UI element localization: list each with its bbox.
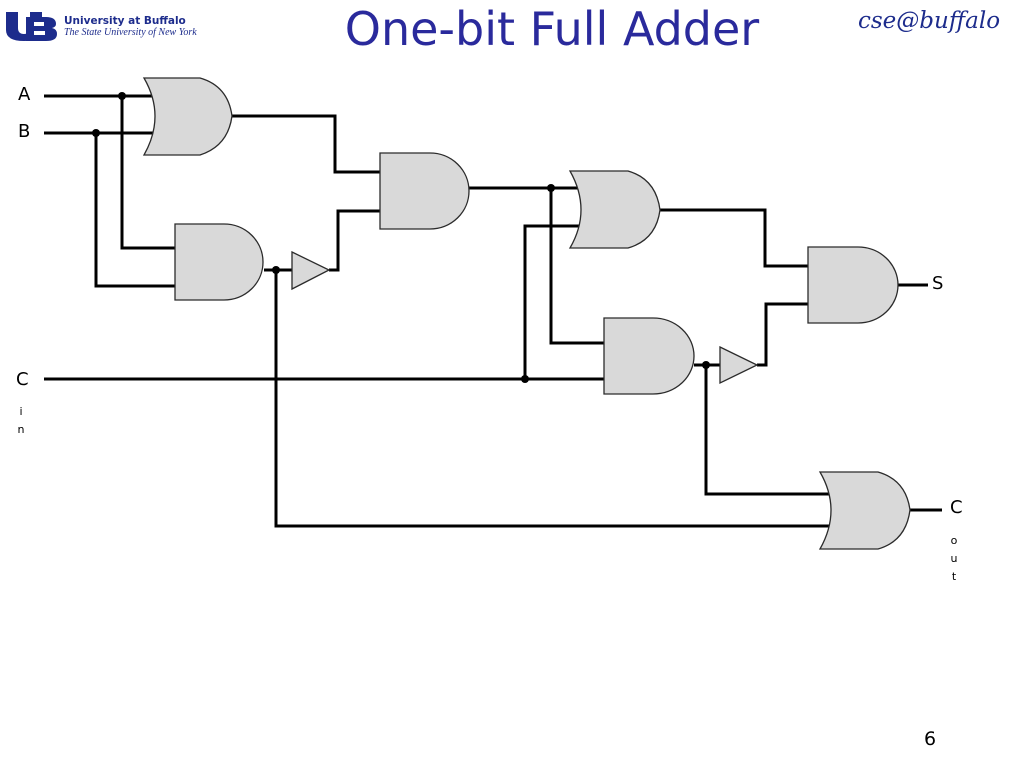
university-subtitle: The State University of New York	[64, 27, 197, 38]
wire-cin-tap	[523, 224, 584, 379]
or-gate-1	[142, 77, 233, 156]
wires	[44, 94, 942, 528]
wire-carry1	[274, 270, 835, 528]
output-cout-subscript: o u t	[950, 534, 958, 583]
junction-dots	[92, 92, 710, 383]
or-gate-2	[568, 170, 661, 249]
wire-b-tap	[94, 133, 178, 288]
junction-dot	[92, 129, 100, 137]
and-gate-2	[379, 152, 470, 230]
wire-a-tap	[120, 96, 178, 250]
junction-dot	[118, 92, 126, 100]
ub-monogram-icon	[6, 12, 57, 41]
page-number: 6	[924, 728, 937, 750]
input-a-label: A	[18, 84, 31, 105]
wire-carry2	[704, 365, 835, 496]
and-gate-1	[174, 223, 264, 301]
not-gate-2	[719, 345, 759, 385]
junction-dot	[521, 375, 529, 383]
wire-and2-tap	[549, 188, 606, 345]
and-gate-3	[603, 317, 695, 395]
output-sum-label: S	[932, 273, 944, 294]
slide-title: One-bit Full Adder	[344, 2, 760, 56]
input-cin-subscript: i n	[17, 405, 25, 436]
output-cout-label: C	[950, 497, 963, 518]
university-name: University at Buffalo	[64, 15, 186, 27]
wire-not2-out	[757, 302, 808, 367]
cse-brand-logo: cse@buffalo	[858, 8, 1001, 34]
junction-dot	[547, 184, 555, 192]
junction-dot	[702, 361, 710, 369]
wire-not1-out	[329, 209, 380, 272]
input-b-label: B	[18, 121, 31, 142]
wire-or1-out	[232, 114, 380, 174]
not-gate-1	[291, 250, 331, 291]
and-gate-4	[807, 246, 899, 324]
input-cin-label: C	[16, 369, 29, 390]
or-gate-3	[818, 471, 911, 550]
junction-dot	[272, 266, 280, 274]
ub-logo: University at Buffalo The State Universi…	[4, 8, 204, 42]
wire-or2-out	[660, 208, 808, 268]
